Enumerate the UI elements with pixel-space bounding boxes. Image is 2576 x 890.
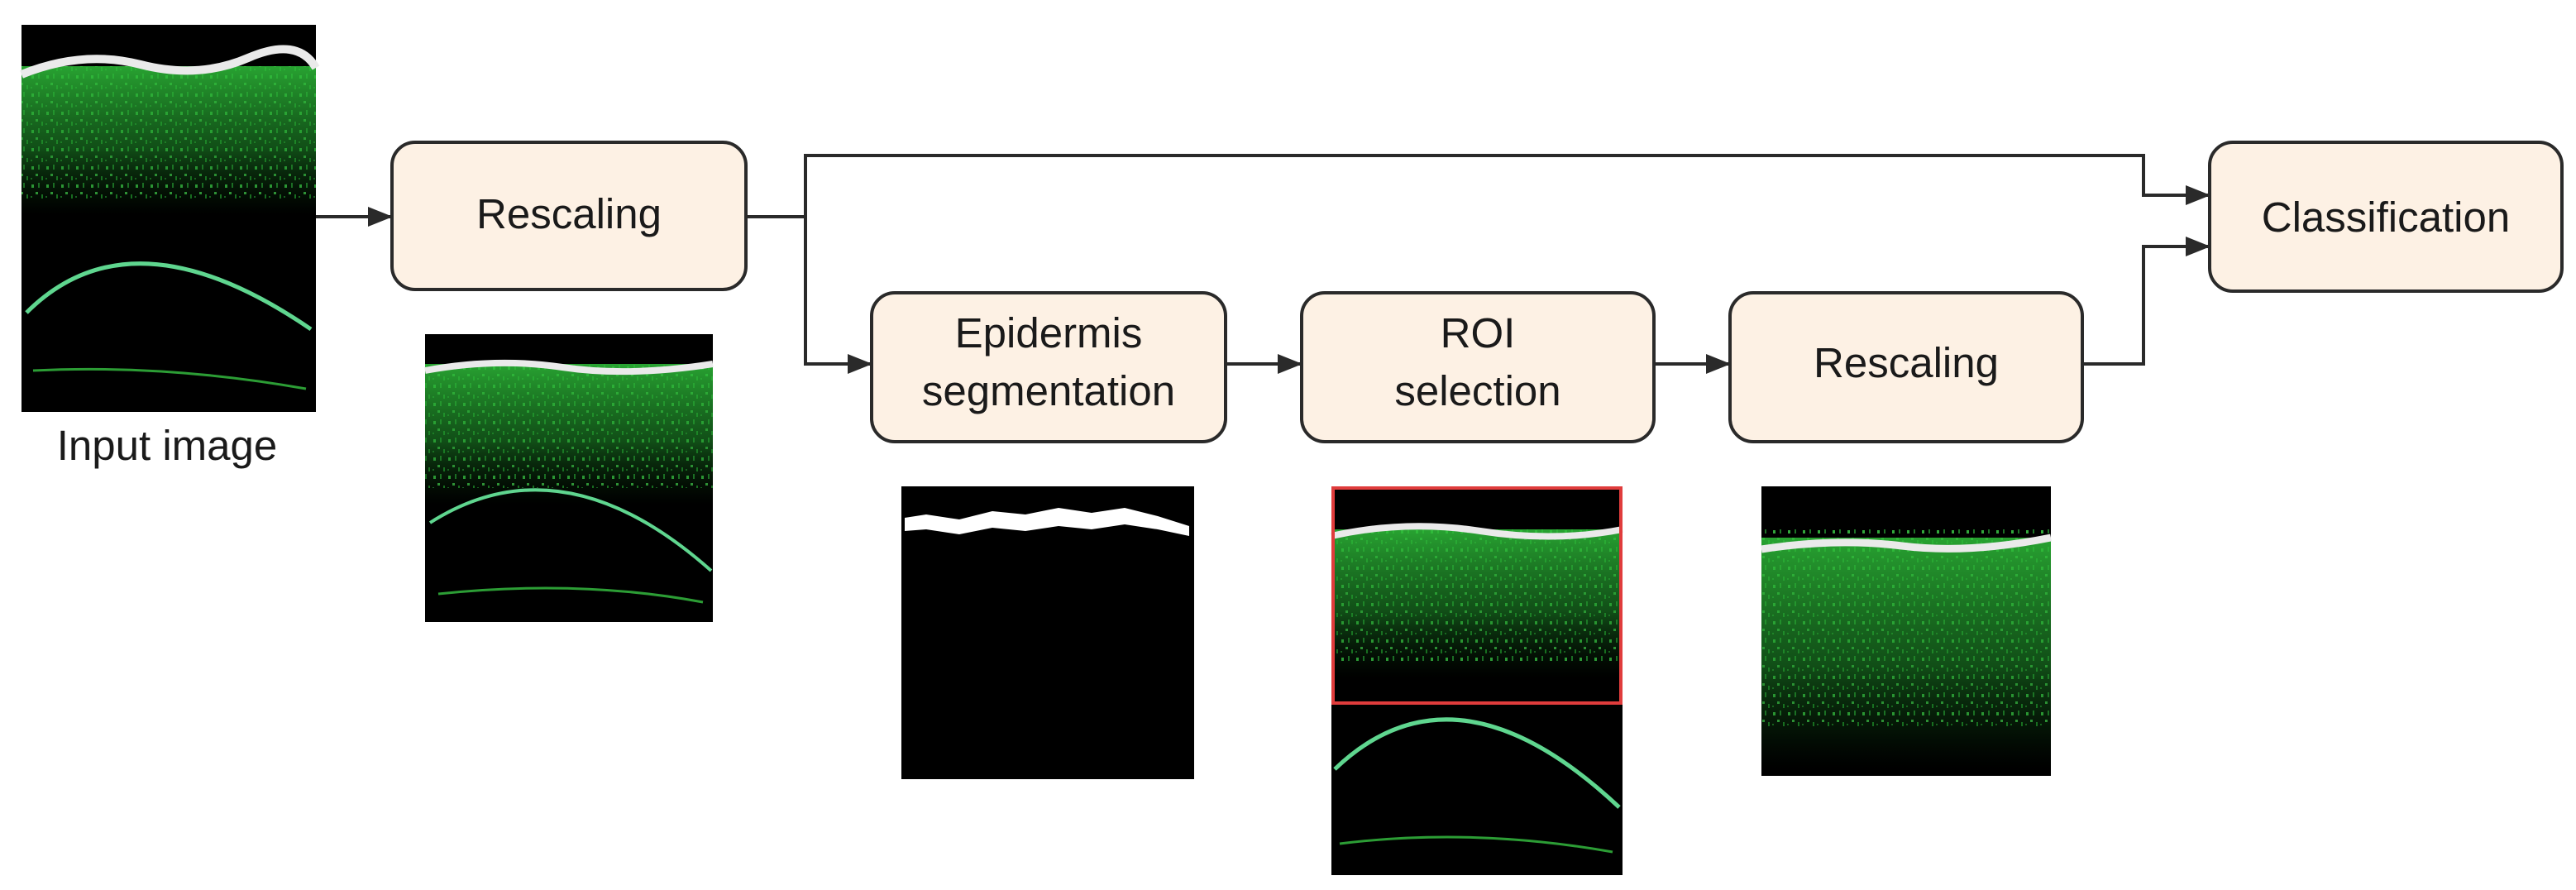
roi-label-line-2: selection: [1394, 367, 1560, 414]
rescaling-box-2: Rescaling: [1728, 291, 2084, 443]
arrow-rescaling-to-classification-2: [2082, 237, 2210, 366]
epidermis-segmentation-box: Epidermis segmentation: [870, 291, 1227, 443]
roi-image-thumbnail: [1331, 486, 1623, 875]
epidermis-label-line-2: segmentation: [922, 367, 1175, 414]
roi-selection-box: ROI selection: [1300, 291, 1656, 443]
input-image-thumbnail: [20, 25, 320, 412]
connectors: [316, 154, 2210, 374]
segmentation-mask-thumbnail: [901, 486, 1194, 779]
epidermis-label-line-1: Epidermis: [955, 309, 1143, 356]
rescaling-2-label: Rescaling: [1814, 339, 1999, 386]
rescaling-box-1: Rescaling: [390, 141, 748, 291]
rescaled-image-thumbnail: [424, 334, 714, 622]
arrow-rescaling-to-epidermis: [804, 217, 872, 374]
rescaled-roi-thumbnail: [1761, 486, 2052, 776]
arrow-rescaling-to-classification: [804, 154, 2210, 217]
roi-label-line-1: ROI: [1441, 309, 1516, 356]
rescaling-1-label: Rescaling: [476, 190, 662, 237]
input-image-caption: Input image: [57, 422, 278, 469]
classification-box: Classification: [2208, 141, 2564, 293]
roi-highlight-rectangle: [1331, 486, 1623, 705]
classification-label: Classification: [2262, 194, 2510, 241]
